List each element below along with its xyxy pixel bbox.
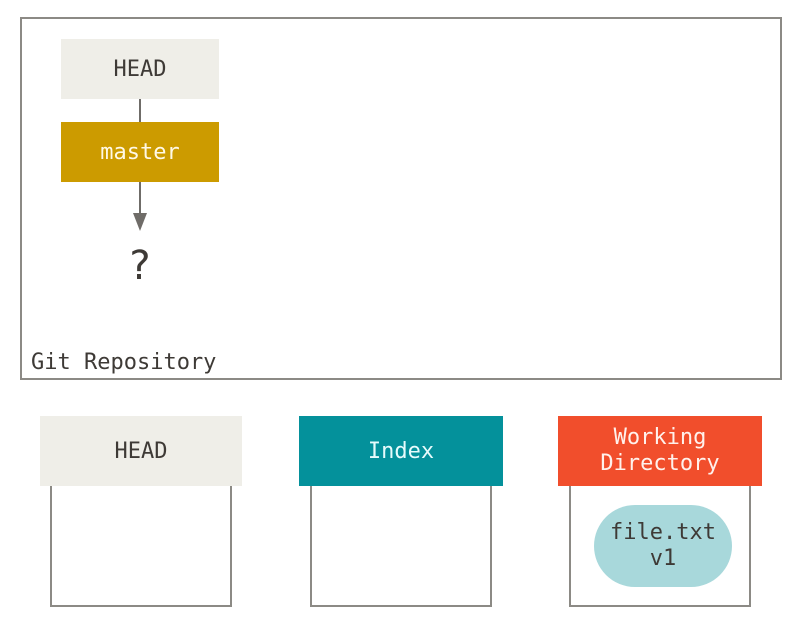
master-branch-label: master <box>100 139 180 165</box>
unknown-commit-marker: ? <box>129 243 151 289</box>
git-repository-label: Git Repository <box>31 350 217 375</box>
head-tree-header: HEAD <box>40 416 242 486</box>
index-tree-header: Index <box>299 416 503 486</box>
working-directory-title-line2: Directory <box>600 451 720 476</box>
working-directory-header: Working Directory <box>558 416 762 486</box>
head-tree-title: HEAD <box>114 438 168 464</box>
file-version: v1 <box>649 546 677 571</box>
index-tree-body <box>310 486 492 607</box>
head-tree-body <box>50 486 232 607</box>
master-to-commit-arrow-line <box>139 182 141 214</box>
file-name: file.txt <box>610 519 716 545</box>
file-blob: file.txt v1 <box>594 505 732 587</box>
index-tree-title: Index <box>367 438 435 464</box>
arrow-down-icon <box>133 213 147 231</box>
head-ref-box: HEAD <box>61 39 219 99</box>
working-directory-title-line1: Working <box>613 424 707 450</box>
master-branch-box: master <box>61 122 219 182</box>
head-to-master-connector <box>139 99 141 122</box>
head-ref-label: HEAD <box>113 56 167 82</box>
